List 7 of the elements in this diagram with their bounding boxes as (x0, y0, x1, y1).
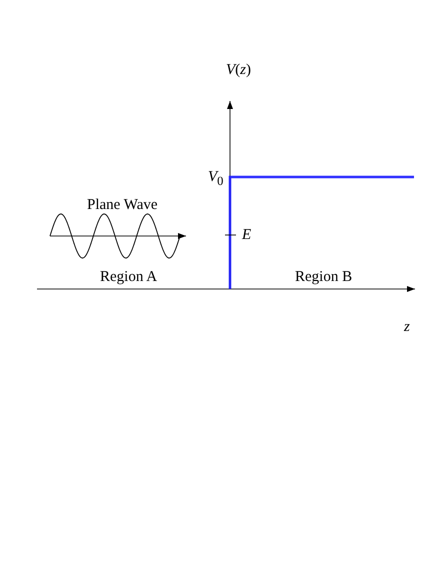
axis-label: z (404, 320, 410, 335)
wave-label: Plane Wave (87, 198, 158, 213)
region-label: Region B (295, 270, 352, 285)
energy-label: E (242, 228, 252, 243)
axis-value-label: V$_{0}$ (208, 170, 224, 188)
region-label: Region A (100, 270, 158, 285)
axis-label: V(z) (226, 63, 252, 78)
